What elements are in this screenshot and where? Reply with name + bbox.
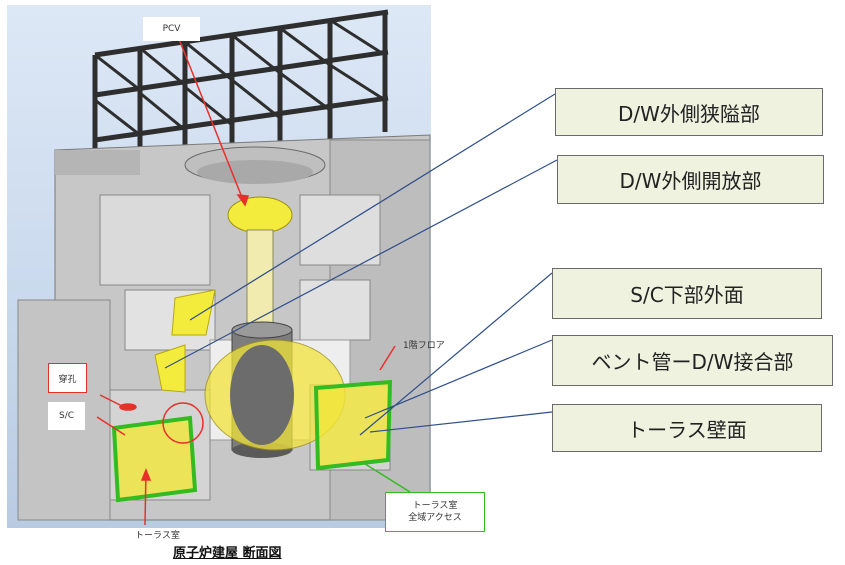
- pcv-vessel: [204, 196, 346, 458]
- torus-room-full-access-line1: トーラス室: [412, 501, 458, 511]
- torus-access-leader: [361, 461, 411, 493]
- pcv-label: PCV: [143, 17, 200, 41]
- vent-pipe-sections: [154, 289, 216, 393]
- torus-room-right-highlight: [313, 379, 393, 471]
- torus-room-full-access-label: トーラス室 全域アクセス: [385, 492, 485, 532]
- callout-torus-wall: トーラス壁面: [552, 404, 822, 452]
- callout-vent-dw-joint: ベント管ーD/W接合部: [552, 335, 833, 386]
- suppression-chamber-label: S/C: [48, 402, 85, 430]
- torus-room-label: トーラス室: [135, 531, 180, 541]
- callout-dw-outer-narrow: D/W外側狭隘部: [555, 88, 823, 136]
- torus-room-left-highlight: [111, 415, 198, 503]
- callout-leader-lines: [164, 93, 558, 436]
- annotation-marks: [96, 28, 396, 526]
- diagram-caption: 原子炉建屋 断面図: [173, 546, 282, 561]
- torus-room-full-access-line2: 全域アクセス: [408, 513, 462, 523]
- roof-steel-frame: [92, 9, 389, 175]
- penetration-label: 穿孔: [48, 363, 87, 393]
- first-floor-label: 1階フロア: [403, 341, 445, 351]
- callout-dw-outer-open: D/W外側開放部: [557, 155, 824, 204]
- callout-sc-lower-outer: S/C下部外面: [552, 268, 822, 319]
